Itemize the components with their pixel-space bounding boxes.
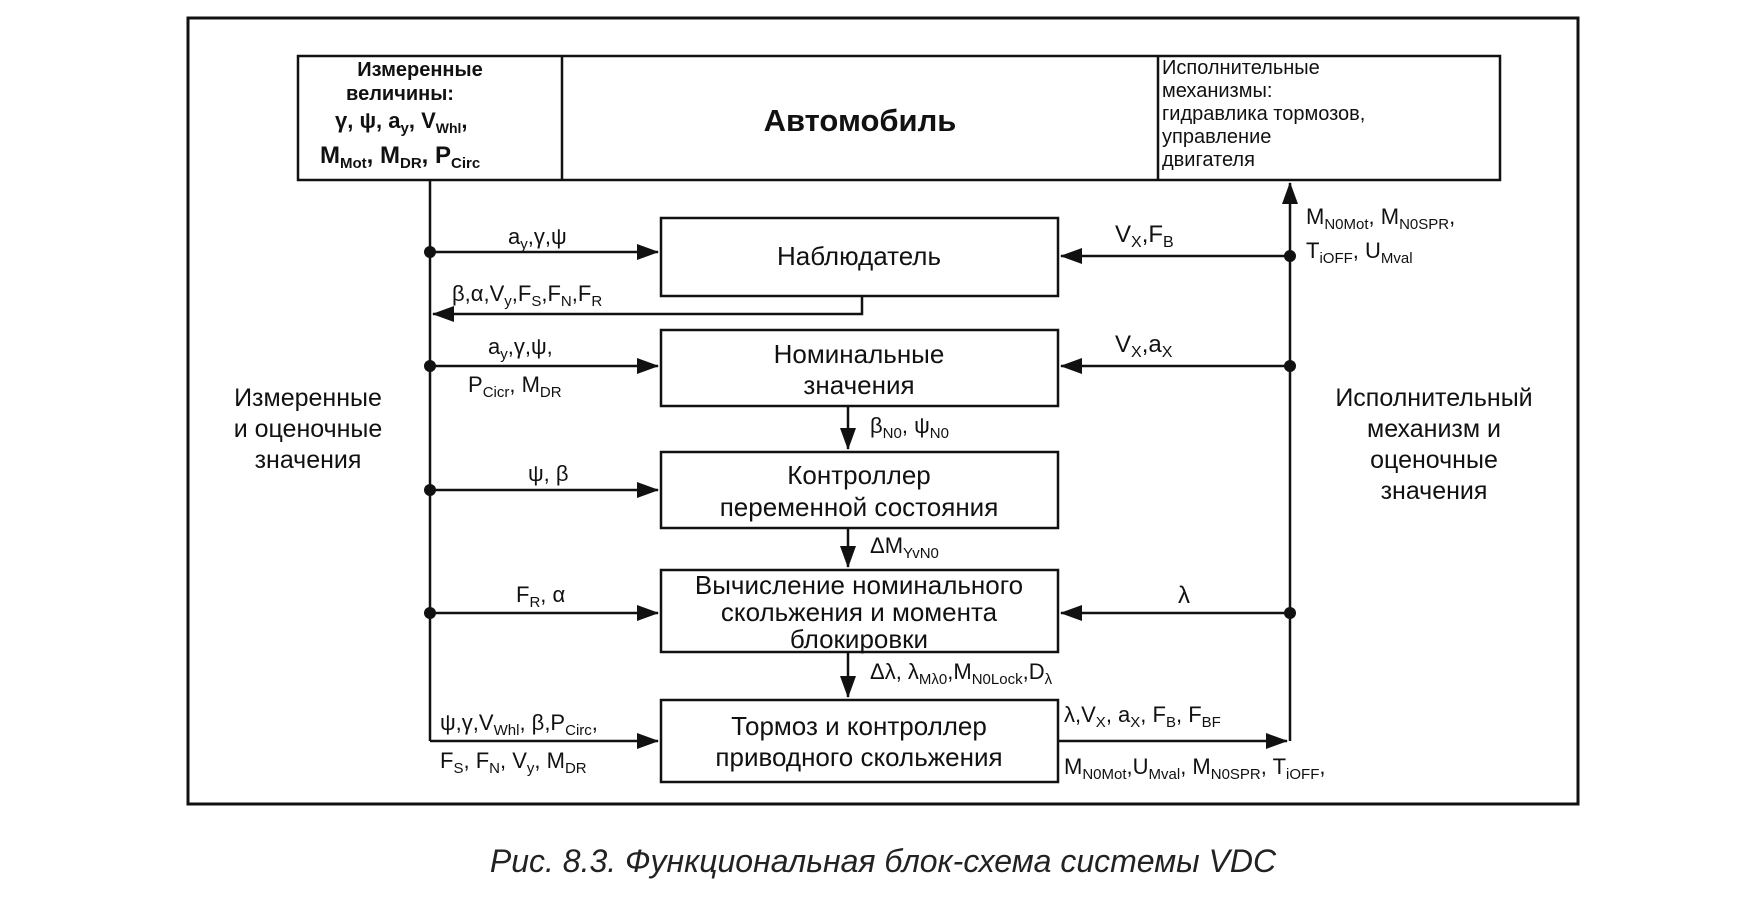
slip-calculation-label-2: скольжения и момента bbox=[721, 597, 998, 627]
nominal-values-block bbox=[659, 328, 1060, 408]
signal-nominal-output: βN0, ψN0 bbox=[870, 413, 949, 442]
svg-text:и оценочные: и оценочные bbox=[234, 415, 383, 443]
svg-text:двигателя: двигателя bbox=[1162, 149, 1255, 171]
state-controller-label-2: переменной состояния bbox=[720, 492, 999, 522]
signal-right-observer: VX,FB bbox=[1115, 221, 1174, 251]
signal-left-controller: ψ, β bbox=[528, 461, 569, 486]
observer-block-label: Наблюдатель bbox=[777, 241, 941, 271]
slip-calculation-label-3: блокировки bbox=[790, 624, 928, 654]
brake-controller-label-2: приводного скольжения bbox=[715, 742, 1002, 772]
svg-text:механизмы:: механизмы: bbox=[1162, 80, 1272, 102]
signal-right-brake-2: MN0Mot,UMval, MN0SPR, TiOFF, bbox=[1064, 754, 1326, 783]
signal-right-slip: λ bbox=[1178, 582, 1190, 609]
nominal-values-label-1: Номинальные bbox=[774, 339, 945, 369]
svg-text:значения: значения bbox=[255, 446, 362, 474]
car-title: Автомобиль bbox=[764, 103, 957, 138]
signal-left-nominal-1: ay,γ,ψ, bbox=[488, 334, 553, 363]
state-controller-label-1: Контроллер bbox=[787, 460, 930, 490]
observer-feedback-line bbox=[432, 296, 864, 322]
slip-calculation-label-1: Вычисление номинального bbox=[695, 570, 1023, 600]
outer-frame bbox=[186, 16, 1580, 806]
signal-right-brake-1: λ,VX, aX, FB, FBF bbox=[1064, 702, 1221, 731]
svg-text:механизм и: механизм и bbox=[1367, 415, 1501, 443]
svg-text:Измеренные: Измеренные bbox=[234, 384, 382, 412]
svg-text:управление: управление bbox=[1162, 126, 1271, 148]
state-controller-block bbox=[659, 450, 1060, 530]
svg-text:гидравлика тормозов,: гидравлика тормозов, bbox=[1162, 103, 1365, 125]
signal-observer-feedback: β,α,Vy,FS,FN,FR bbox=[452, 281, 602, 310]
svg-text:Измеренные: Измеренные bbox=[357, 59, 482, 81]
signal-left-nominal-2: PCicr, MDR bbox=[468, 372, 562, 401]
junction-dots bbox=[424, 246, 1296, 619]
brake-controller-label-1: Тормоз и контроллер bbox=[731, 711, 987, 741]
svg-text:Исполнительные: Исполнительные bbox=[1162, 57, 1320, 79]
svg-text:γ, ψ, ay, VWhl,: γ, ψ, ay, VWhl, bbox=[335, 108, 468, 137]
nominal-values-label-2: значения bbox=[803, 370, 914, 400]
svg-text:значения: значения bbox=[1381, 477, 1488, 505]
svg-text:Исполнительный: Исполнительный bbox=[1335, 384, 1532, 412]
svg-text:оценочные: оценочные bbox=[1370, 446, 1498, 474]
svg-text:величины:: величины: bbox=[346, 83, 454, 105]
actuators-label: Исполнительные механизмы: гидравлика тор… bbox=[1162, 57, 1365, 171]
signal-left-brake-2: FS, FN, Vy, MDR bbox=[440, 748, 587, 777]
signal-left-slip: FR, α bbox=[516, 582, 566, 611]
car-box bbox=[296, 54, 1502, 182]
signal-controller-output: ΔMYvN0 bbox=[870, 533, 939, 562]
right-side-label: Исполнительный механизм и оценочные знач… bbox=[1335, 384, 1532, 505]
slip-calculation-block bbox=[659, 568, 1060, 654]
observer-block bbox=[659, 216, 1060, 298]
brake-controller-block bbox=[659, 698, 1060, 784]
signal-right-top-1: MN0Mot, MN0SPR, bbox=[1306, 204, 1455, 233]
signal-right-nominal: VX,aX bbox=[1115, 331, 1173, 361]
signal-left-observer: ay,γ,ψ bbox=[508, 224, 567, 253]
signal-slip-output: Δλ, λMλ0,MN0Lock,Dλ bbox=[870, 659, 1053, 688]
svg-text:MMot, MDR, PCirc: MMot, MDR, PCirc bbox=[320, 142, 480, 172]
figure-caption: Рис. 8.3. Функциональная блок-схема сист… bbox=[490, 843, 1277, 879]
signal-right-top-2: TiOFF, UMval bbox=[1306, 238, 1413, 267]
measured-quantities-label: Измеренные величины: γ, ψ, ay, VWhl, MMo… bbox=[320, 59, 483, 172]
signal-left-brake-1: ψ,γ,VWhl, β,PCirc, bbox=[440, 710, 598, 739]
left-side-label: Измеренные и оценочные значения bbox=[234, 384, 383, 474]
